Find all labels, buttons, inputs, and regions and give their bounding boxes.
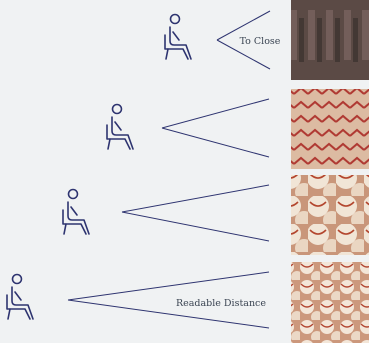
many-baseballs-pile-photo bbox=[291, 262, 369, 343]
sightline-wedge bbox=[122, 185, 269, 241]
row-2 bbox=[107, 89, 369, 169]
seated-person-icon bbox=[7, 275, 33, 320]
seated-person-icon bbox=[165, 15, 191, 60]
distance-label: Readable Distance bbox=[176, 298, 266, 309]
sightline-wedge bbox=[162, 99, 269, 157]
seated-person-icon bbox=[63, 190, 89, 235]
baseball-stitching-closeup-photo bbox=[291, 89, 369, 169]
distance-label: To Close bbox=[240, 36, 281, 47]
baseballs-pile-photo bbox=[291, 175, 369, 255]
seated-person-icon bbox=[107, 105, 133, 150]
blurred-baseball-texture-photo bbox=[291, 0, 369, 80]
row-4: Readable Distance bbox=[7, 262, 369, 343]
row-1: To Close bbox=[165, 0, 369, 80]
row-3 bbox=[63, 175, 369, 255]
